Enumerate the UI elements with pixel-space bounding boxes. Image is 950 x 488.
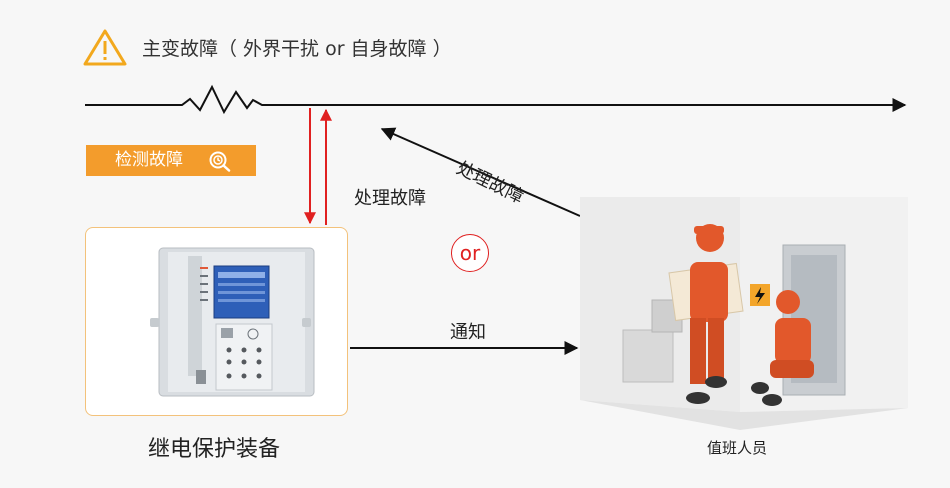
magnify-clock-icon [209,151,231,172]
detect-fault-label: 检测故障 [115,150,183,170]
staff-illustration [580,197,908,430]
staff-label: 值班人员 [707,439,768,457]
detect-fault-badge: 检测故障 [86,145,256,176]
notify-label: 通知 [450,322,486,343]
or-badge: or [451,234,489,272]
handle-fault-vertical-label: 处理故障 [354,188,426,209]
fault-title: 主变故障（ 外界干扰 or 自身故障 ） [142,38,452,60]
relay-device-card [85,227,348,416]
device-label: 继电保护装备 [148,437,281,462]
warning-icon [83,29,127,66]
staff-handle-arrow [380,127,581,217]
timeline-arrow [85,84,907,115]
